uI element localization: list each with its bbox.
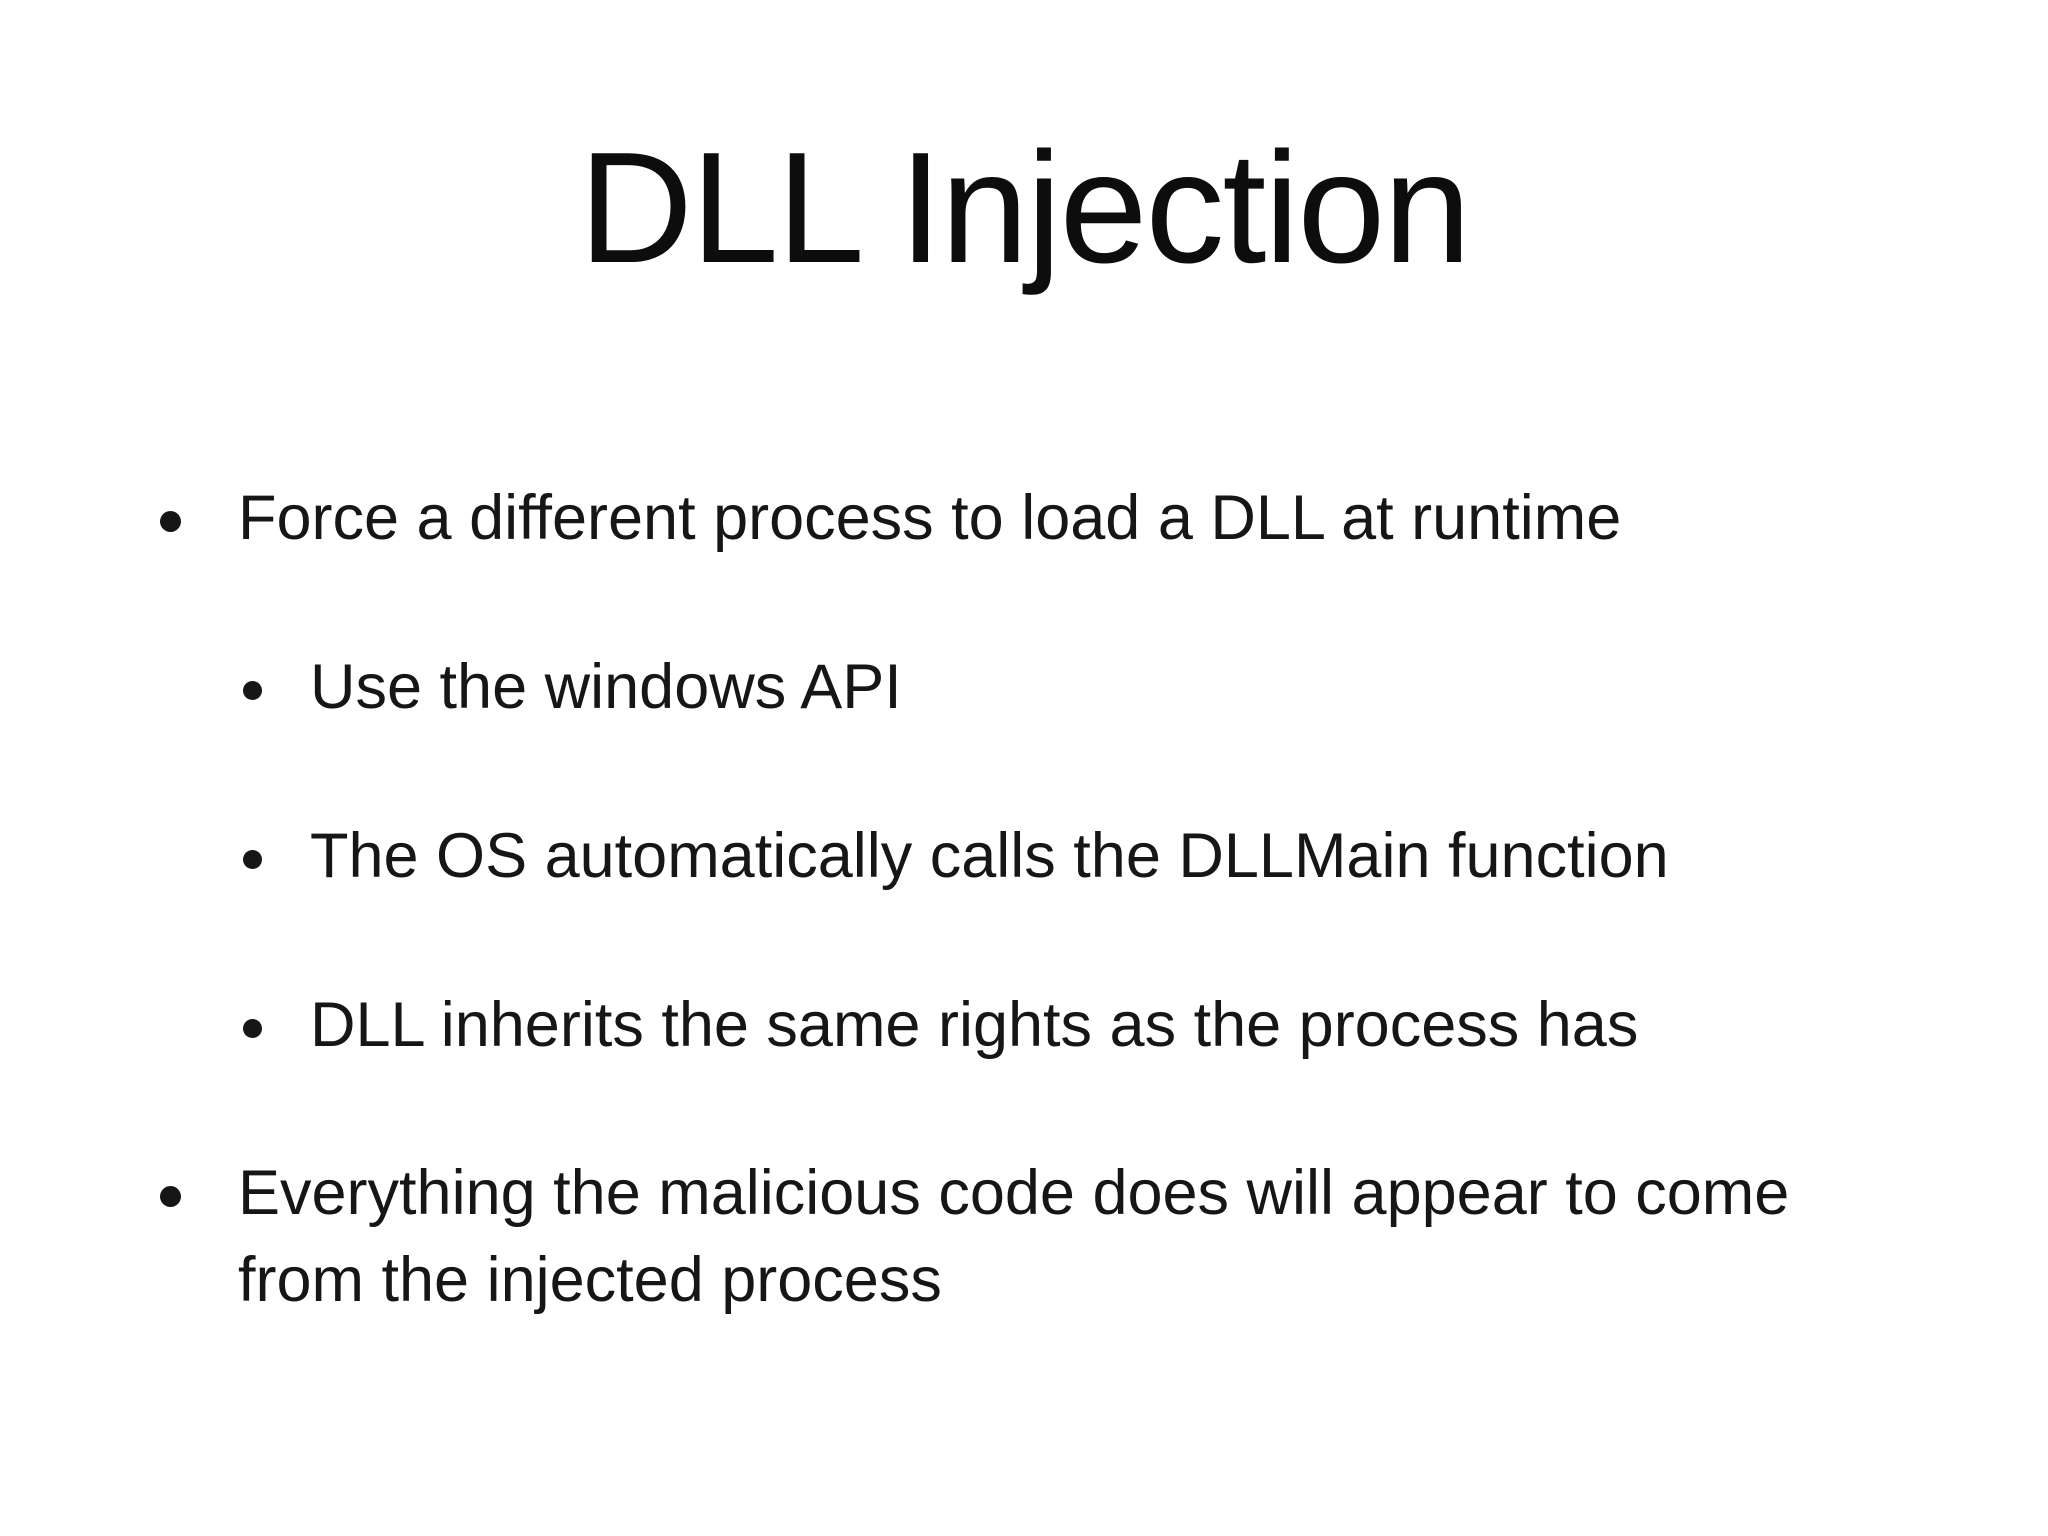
bullet-item: Everything the malicious code does will … <box>160 1150 1878 1324</box>
bullet-marker-icon <box>160 510 181 532</box>
slide-title: DLL Injection <box>578 120 1471 296</box>
bullet-list: Force a different process to load a DLL … <box>160 475 1878 1325</box>
sub-bullet-text: Use the windows API <box>310 651 902 722</box>
bullet-marker-icon <box>243 849 262 869</box>
sub-bullet-item: DLL inherits the same rights as the proc… <box>243 982 1878 1069</box>
sub-bullet-text: DLL inherits the same rights as the proc… <box>310 989 1639 1060</box>
bullet-marker-icon <box>243 680 262 700</box>
bullet-marker-icon <box>243 1018 262 1038</box>
sub-bullet-text: The OS automatically calls the DLLMain f… <box>310 820 1669 891</box>
bullet-text: Everything the malicious code does will … <box>238 1158 1790 1316</box>
bullet-text: Force a different process to load a DLL … <box>238 482 1622 553</box>
bullet-marker-icon <box>160 1186 181 1208</box>
bullet-item: Force a different process to load a DLL … <box>160 475 1878 562</box>
sub-bullet-item: Use the windows API <box>243 644 1878 731</box>
sub-bullet-item: The OS automatically calls the DLLMain f… <box>243 813 1878 900</box>
